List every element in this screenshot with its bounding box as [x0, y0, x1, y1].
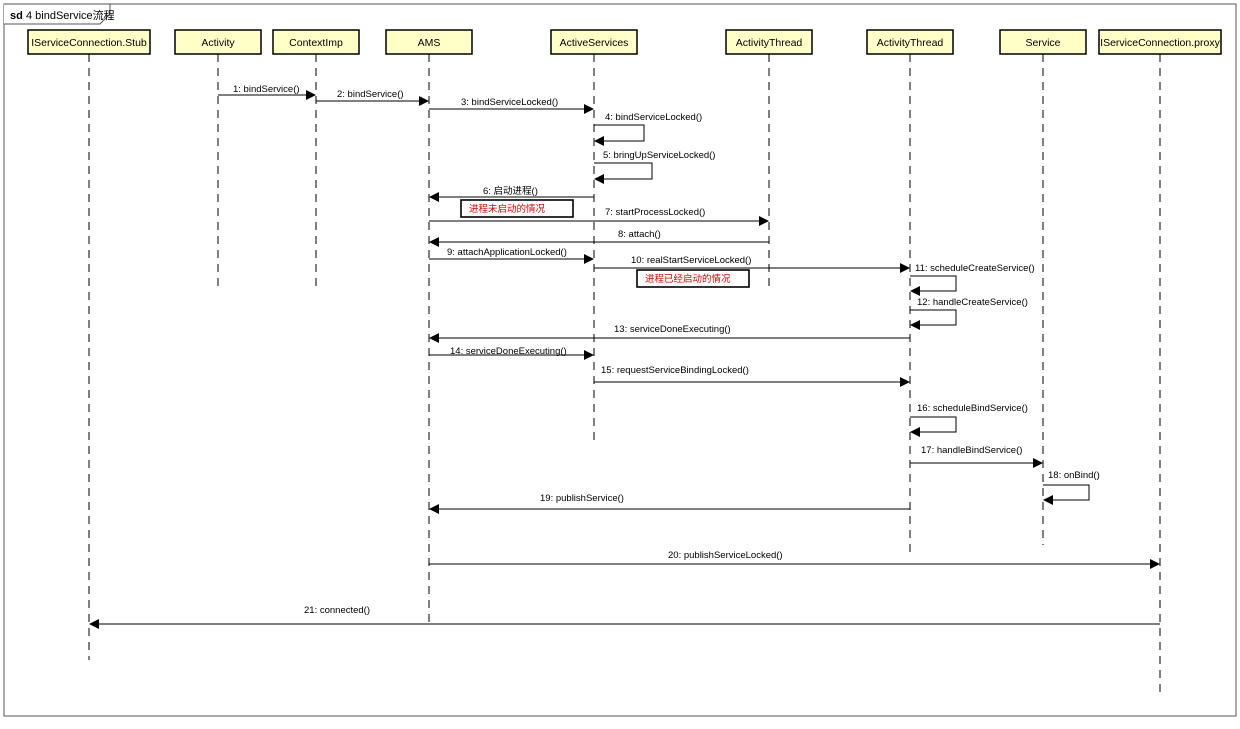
self-message-arrow — [594, 124, 645, 146]
message-label: 12: handleCreateService() — [917, 297, 1028, 308]
message-label: 13: serviceDoneExecuting() — [614, 324, 731, 335]
self-message-arrow — [910, 275, 957, 296]
message-label: 19: publishService() — [540, 493, 624, 504]
message-label: 16: scheduleBindService() — [917, 403, 1028, 414]
self-message-arrow — [910, 416, 957, 437]
message-label: 6: 启动进程() — [483, 185, 538, 197]
self-message-arrow — [594, 162, 653, 184]
message-label: 9: attachApplicationLocked() — [447, 247, 567, 258]
participant-label: ContextImp — [289, 37, 343, 49]
self-message-arrow — [910, 309, 957, 330]
participant-box — [272, 29, 360, 55]
message-label: 3: bindServiceLocked() — [461, 97, 558, 108]
message-14: 14: serviceDoneExecuting() — [429, 346, 594, 360]
participant-box — [866, 29, 954, 55]
frame-border — [3, 3, 1237, 717]
message-10: 10: realStartServiceLocked() — [594, 255, 910, 273]
message-label: 4: bindServiceLocked() — [605, 112, 702, 123]
message-label: 18: onBind() — [1048, 470, 1100, 481]
participant-stub: IServiceConnection.Stub — [27, 29, 151, 55]
participant-label: IServiceConnection.Stub — [31, 37, 147, 49]
participant-box — [1098, 29, 1222, 55]
participant-at2: ActivityThread — [866, 29, 954, 55]
message-label: 7: startProcessLocked() — [605, 207, 705, 218]
participant-box — [550, 29, 638, 55]
note-1: 进程未启动的情况 — [460, 199, 574, 218]
frame-title: 4 bindService流程 — [26, 8, 115, 22]
participant-as: ActiveServices — [550, 29, 638, 55]
message-13: 13: serviceDoneExecuting() — [429, 324, 910, 343]
participant-box — [725, 29, 813, 55]
message-label: 2: bindService() — [337, 89, 404, 100]
message-19: 19: publishService() — [429, 493, 910, 514]
message-11: 11: scheduleCreateService() — [910, 263, 1035, 296]
message-label: 20: publishServiceLocked() — [668, 550, 783, 561]
message-label: 21: connected() — [304, 605, 370, 616]
message-2: 2: bindService() — [316, 89, 429, 106]
participant-box — [27, 29, 151, 55]
note-box — [636, 269, 750, 288]
participant-label: ActiveServices — [560, 37, 629, 49]
message-12: 12: handleCreateService() — [910, 297, 1028, 330]
participant-ams: AMS — [385, 29, 473, 55]
note-text: 进程已经启动的情况 — [645, 273, 731, 285]
participant-label: AMS — [418, 37, 441, 49]
message-label: 15: requestServiceBindingLocked() — [601, 365, 749, 376]
participant-activity: Activity — [174, 29, 262, 55]
message-8: 8: attach() — [429, 229, 769, 247]
frame-title-tab — [4, 3, 111, 25]
message-4: 4: bindServiceLocked() — [594, 112, 702, 146]
message-3: 3: bindServiceLocked() — [429, 97, 594, 114]
message-label: 14: serviceDoneExecuting() — [450, 346, 567, 357]
message-7: 7: startProcessLocked() — [429, 207, 769, 226]
participant-label: Activity — [201, 37, 235, 49]
participant-label: ActivityThread — [877, 37, 944, 49]
note-2: 进程已经启动的情况 — [636, 269, 750, 288]
message-1: 1: bindService() — [218, 84, 316, 100]
note-box — [460, 199, 574, 218]
message-20: 20: publishServiceLocked() — [429, 550, 1160, 569]
self-message-arrow — [1043, 484, 1090, 505]
message-5: 5: bringUpServiceLocked() — [594, 150, 715, 184]
message-9: 9: attachApplicationLocked() — [429, 247, 594, 264]
message-label: 1: bindService() — [233, 84, 300, 95]
note-text: 进程未启动的情况 — [469, 203, 546, 215]
message-21: 21: connected() — [89, 605, 1160, 629]
participant-label: ActivityThread — [736, 37, 803, 49]
participant-service: Service — [999, 29, 1087, 55]
message-label: 8: attach() — [618, 229, 661, 240]
participant-box — [174, 29, 262, 55]
participant-label: Service — [1025, 37, 1060, 49]
message-16: 16: scheduleBindService() — [910, 403, 1028, 437]
message-label: 5: bringUpServiceLocked() — [603, 150, 715, 161]
participant-at1: ActivityThread — [725, 29, 813, 55]
message-6: 6: 启动进程() — [429, 185, 594, 202]
message-18: 18: onBind() — [1043, 470, 1100, 505]
participant-label: IServiceConnection.proxy — [1100, 37, 1220, 49]
message-15: 15: requestServiceBindingLocked() — [594, 365, 910, 387]
frame-title-prefix: sd — [10, 10, 23, 22]
participant-ctx: ContextImp — [272, 29, 360, 55]
participant-box — [385, 29, 473, 55]
message-label: 17: handleBindService() — [921, 445, 1022, 456]
participant-box — [999, 29, 1087, 55]
message-label: 11: scheduleCreateService() — [915, 263, 1035, 274]
participant-proxy: IServiceConnection.proxy — [1098, 29, 1222, 55]
message-label: 10: realStartServiceLocked() — [631, 255, 751, 266]
message-17: 17: handleBindService() — [910, 445, 1043, 468]
